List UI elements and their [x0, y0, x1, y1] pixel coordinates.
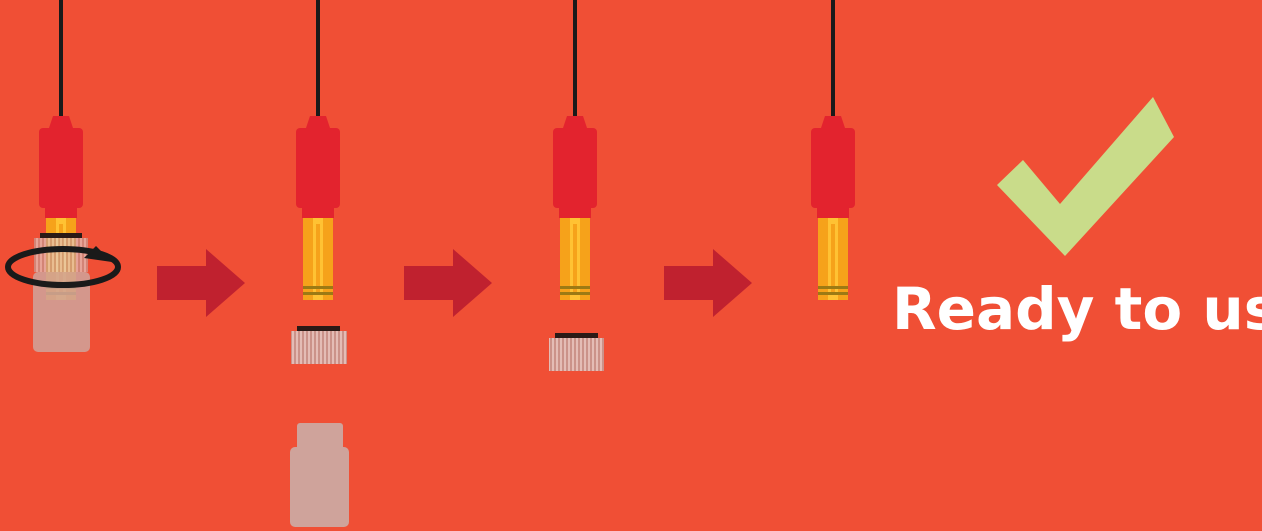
right-arrow-icon [157, 249, 245, 317]
right-arrow-icon [404, 249, 492, 317]
bottle-neck [297, 423, 343, 451]
removed-cap [291, 331, 347, 364]
cap-ring [555, 333, 598, 338]
removed-cap [549, 338, 604, 371]
step-3-cap-removed [549, 0, 604, 371]
step-1-probe-with-storage-bottle [8, 0, 118, 352]
removed-storage-bottle [290, 447, 349, 527]
step-2-cap-and-bottle-removed [290, 0, 349, 527]
right-arrow-icon [664, 249, 752, 317]
cap-ring [297, 326, 340, 331]
ph-probe [811, 0, 855, 300]
ph-probe [553, 0, 597, 300]
bottle-cap [34, 238, 88, 272]
ph-probe [296, 0, 340, 300]
bottle-cap-ring [40, 233, 82, 238]
step-4-probe-ready [811, 0, 855, 300]
ready-to-use-caption: Ready to use [892, 276, 1262, 342]
checkmark-icon [997, 97, 1174, 256]
